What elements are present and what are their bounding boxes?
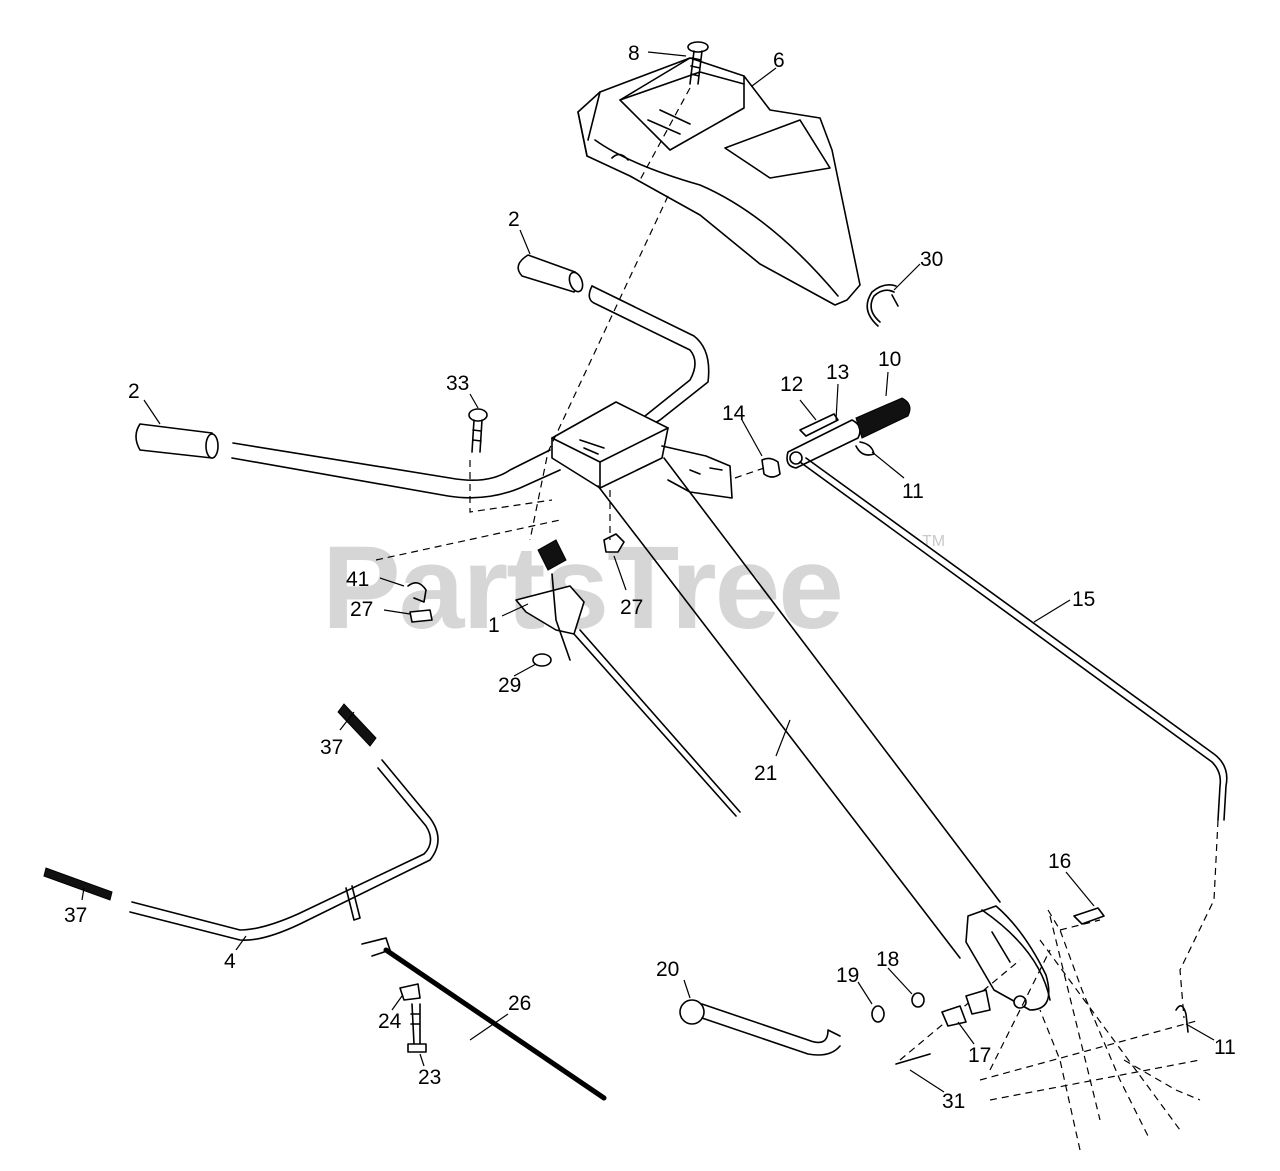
callout-11-upper: 11 — [902, 480, 924, 503]
callout-10: 10 — [878, 348, 901, 371]
callout-23: 23 — [418, 1066, 441, 1089]
callout-2-left-grip: 2 — [128, 380, 140, 403]
callout-6: 6 — [773, 49, 785, 72]
callout-labels: 8 6 2 30 2 33 12 13 10 14 11 41 27 27 1 … — [64, 42, 1236, 1113]
leader-lines — [81, 51, 1215, 1093]
handlebar — [135, 254, 710, 499]
handle-bracket — [551, 401, 733, 499]
callout-20: 20 — [656, 958, 679, 981]
control-panel-cover — [577, 57, 861, 306]
bail-assembly — [43, 703, 439, 941]
watermark: PartsTree TM — [322, 522, 945, 654]
depth-lever-assembly — [679, 907, 1189, 1065]
callout-33: 33 — [446, 372, 469, 395]
clip-30 — [866, 284, 899, 327]
callout-30: 30 — [920, 248, 943, 271]
callout-19: 19 — [836, 964, 859, 987]
callout-17: 17 — [968, 1044, 991, 1067]
callout-2-right-grip: 2 — [508, 208, 520, 231]
callout-41: 41 — [346, 568, 369, 591]
shift-lever-assembly — [761, 397, 1228, 821]
callout-15: 15 — [1072, 588, 1095, 611]
callout-21: 21 — [754, 762, 777, 785]
callout-11-lower: 11 — [1214, 1036, 1236, 1059]
callout-27-left: 27 — [350, 598, 373, 621]
callout-37-upper: 37 — [320, 736, 343, 759]
callout-37-lower: 37 — [64, 904, 87, 927]
watermark-trademark: TM — [922, 533, 945, 550]
handle-tube-21 — [597, 457, 1051, 1011]
frame-outline — [1039, 909, 1201, 1151]
screw-8 — [687, 41, 709, 85]
callout-14: 14 — [722, 402, 746, 425]
callout-18: 18 — [876, 948, 899, 971]
callout-24: 24 — [378, 1010, 402, 1033]
cable-assembly — [361, 937, 607, 1101]
callout-1: 1 — [488, 614, 500, 637]
callout-31: 31 — [942, 1090, 965, 1113]
watermark-text: PartsTree — [322, 522, 842, 654]
callout-8: 8 — [628, 42, 640, 65]
callout-16: 16 — [1048, 850, 1071, 873]
callout-26: 26 — [508, 992, 531, 1015]
callout-4: 4 — [224, 950, 236, 973]
small-hardware — [407, 533, 741, 817]
callout-13: 13 — [826, 361, 849, 384]
callout-29: 29 — [498, 674, 521, 697]
callout-27-right: 27 — [620, 596, 643, 619]
carriage-bolt-33 — [468, 408, 488, 453]
callout-12: 12 — [780, 373, 803, 396]
